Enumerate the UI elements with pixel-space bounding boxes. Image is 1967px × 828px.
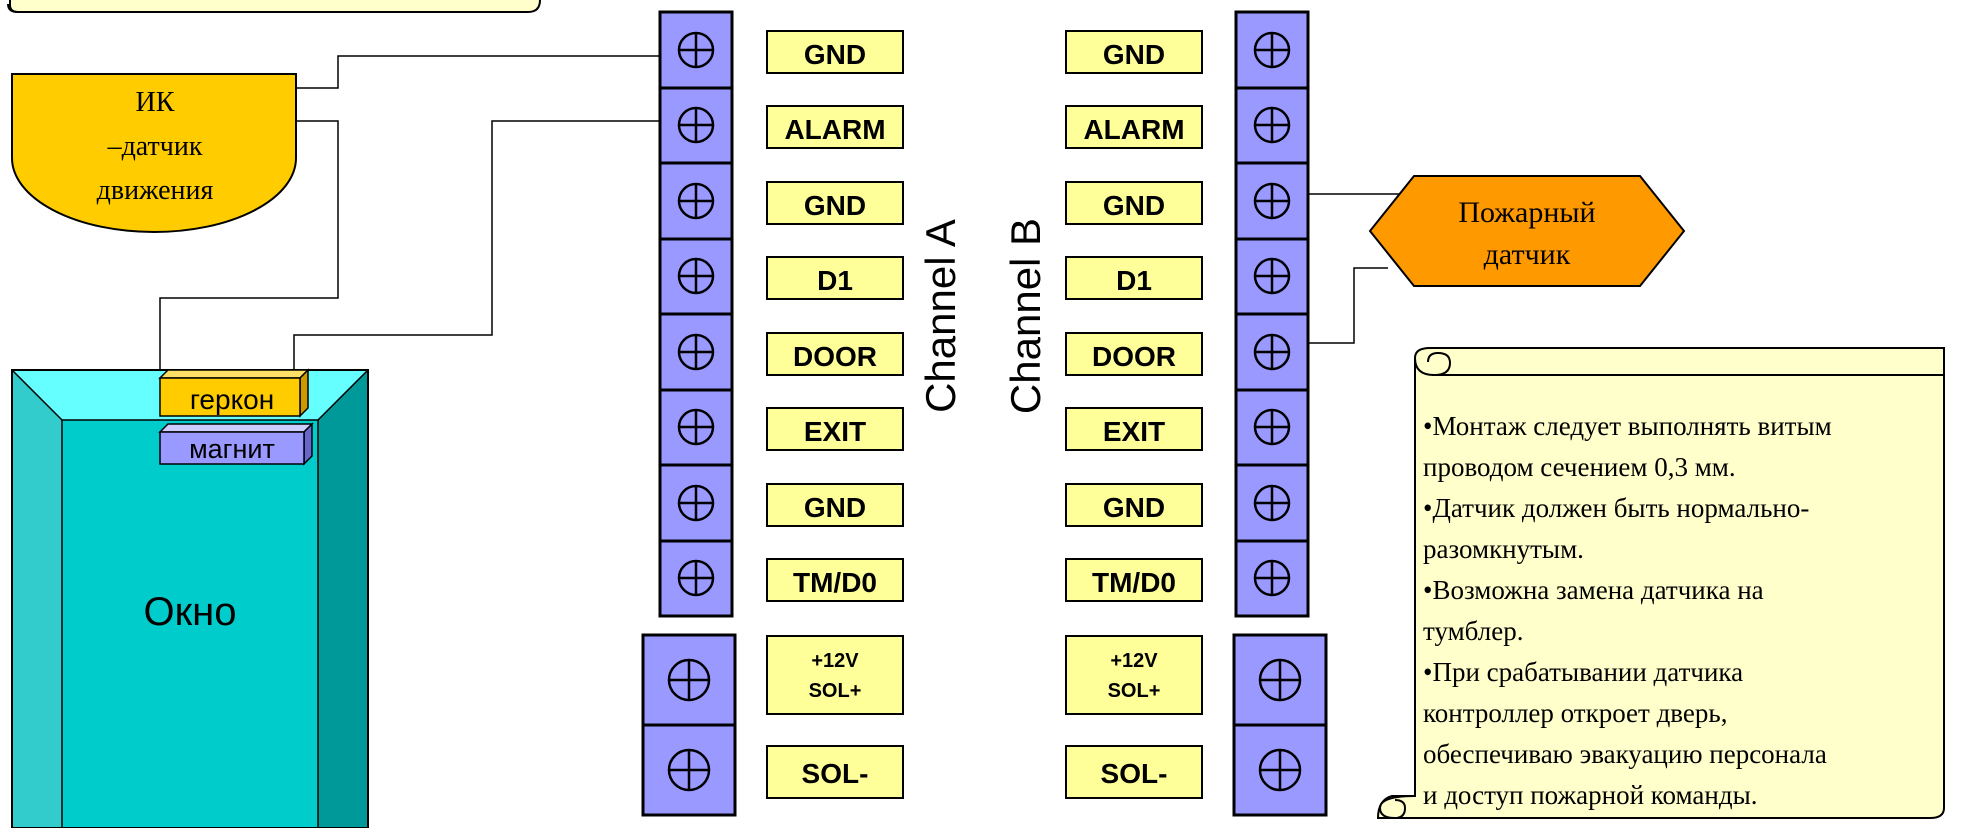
channel-b-labels: GND ALARM GND D1 DOOR EXIT GND TM/D0 +12… bbox=[1065, 30, 1203, 799]
screw-a-4 bbox=[677, 257, 715, 295]
ir-sensor-label-3: движения bbox=[97, 175, 214, 206]
channel-b-label-2: ALARM bbox=[1083, 114, 1184, 145]
channel-b-power-label-1a: +12V bbox=[1110, 650, 1158, 672]
wire-ir-to-gnd-a bbox=[296, 55, 660, 89]
channel-a-label-3: GND bbox=[804, 190, 866, 221]
screw-b-3 bbox=[1253, 182, 1291, 220]
wire-fire-to-door-b bbox=[1280, 267, 1388, 344]
ir-sensor: ИК –датчик движения bbox=[11, 73, 297, 233]
channel-a-power-label-2: SOL- bbox=[802, 758, 869, 789]
channel-b-label-7: GND bbox=[1103, 492, 1165, 523]
fire-sensor-label-2: датчик bbox=[1484, 238, 1571, 271]
channel-a-power-label-1a: +12V bbox=[811, 650, 859, 672]
channel-a-label-2: ALARM bbox=[784, 114, 885, 145]
screw-b-power-2 bbox=[1258, 748, 1302, 792]
channel-a-label-6: EXIT bbox=[804, 416, 866, 447]
channel-a-terminals bbox=[658, 10, 734, 618]
fire-sensor-label-1: Пожарный bbox=[1458, 196, 1595, 229]
screw-a-8 bbox=[677, 559, 715, 597]
channel-b-title: Channel B bbox=[1002, 218, 1049, 414]
note-line-8: контроллер откроет дверь, bbox=[1423, 698, 1727, 728]
note-line-1: •Монтаж следует выполнять витым bbox=[1423, 411, 1832, 441]
channel-a-label-1: GND bbox=[804, 39, 866, 70]
screw-b-1 bbox=[1253, 31, 1291, 69]
note-line-6: тумблер. bbox=[1423, 616, 1523, 646]
channel-b-power-label-1b: SOL+ bbox=[1108, 680, 1161, 702]
partial-scroll-fragment bbox=[7, 0, 541, 13]
fire-sensor: Пожарный датчик bbox=[1368, 175, 1686, 287]
note-line-2: проводом сечением 0,3 мм. bbox=[1423, 452, 1736, 482]
channel-a-power-terminals bbox=[641, 633, 737, 817]
note-line-3: •Датчик должен быть нормально- bbox=[1423, 493, 1809, 523]
channel-b-label-8: TM/D0 bbox=[1092, 567, 1176, 598]
channel-a-label-5: DOOR bbox=[793, 341, 877, 372]
note-line-7: •При срабатывании датчика bbox=[1423, 657, 1743, 687]
screw-b-8 bbox=[1253, 559, 1291, 597]
reed-label: геркон bbox=[190, 384, 274, 415]
screw-b-5 bbox=[1253, 333, 1291, 371]
magnet: магнит bbox=[158, 422, 314, 466]
note-line-4: разомкнутым. bbox=[1423, 534, 1584, 564]
screw-b-6 bbox=[1253, 408, 1291, 446]
note-line-10: и доступ пожарной команды. bbox=[1423, 780, 1758, 810]
screw-a-2 bbox=[677, 106, 715, 144]
window-label: Окно bbox=[144, 590, 237, 634]
channel-a-labels: GND ALARM GND D1 DOOR EXIT GND TM/D0 +12… bbox=[766, 30, 904, 799]
screw-a-1 bbox=[677, 31, 715, 69]
note-scroll: •Монтаж следует выполнять витым проводом… bbox=[1376, 347, 1945, 820]
channel-b-label-6: EXIT bbox=[1103, 416, 1165, 447]
ir-sensor-label-2: –датчик bbox=[107, 131, 203, 162]
screw-a-power-2 bbox=[667, 748, 711, 792]
channel-b-label-4: D1 bbox=[1116, 265, 1152, 296]
channel-a-power-label-1b: SOL+ bbox=[809, 680, 862, 702]
wire-ir-to-reed bbox=[159, 120, 339, 378]
screw-b-2 bbox=[1253, 106, 1291, 144]
channel-b-terminals bbox=[1234, 10, 1310, 618]
screw-a-3 bbox=[677, 182, 715, 220]
magnet-label: магнит bbox=[189, 434, 275, 464]
note-line-9: обеспечиваю эвакуацию персонала bbox=[1423, 739, 1827, 769]
channel-b-power-label-2: SOL- bbox=[1101, 758, 1168, 789]
ir-sensor-label-1: ИК bbox=[136, 87, 175, 118]
screw-b-power-1 bbox=[1258, 658, 1302, 702]
screw-b-4 bbox=[1253, 257, 1291, 295]
channel-b-label-1: GND bbox=[1103, 39, 1165, 70]
channel-a-label-7: GND bbox=[804, 492, 866, 523]
reed-switch: геркон bbox=[158, 368, 310, 418]
screw-b-7 bbox=[1253, 484, 1291, 522]
window-pane bbox=[62, 420, 318, 828]
channel-a-label-8: TM/D0 bbox=[793, 567, 877, 598]
screw-a-7 bbox=[677, 484, 715, 522]
note-line-5: •Возможна замена датчика на bbox=[1423, 575, 1764, 605]
channel-b-label-5: DOOR bbox=[1092, 341, 1176, 372]
channel-b-label-3: GND bbox=[1103, 190, 1165, 221]
channel-a-title: Channel A bbox=[917, 219, 964, 413]
screw-a-5 bbox=[677, 333, 715, 371]
screw-a-power-1 bbox=[667, 658, 711, 702]
screw-a-6 bbox=[677, 408, 715, 446]
channel-a-label-4: D1 bbox=[817, 265, 853, 296]
channel-b-power-terminals bbox=[1232, 633, 1328, 817]
wire-reed-to-alarm-a bbox=[293, 120, 660, 378]
